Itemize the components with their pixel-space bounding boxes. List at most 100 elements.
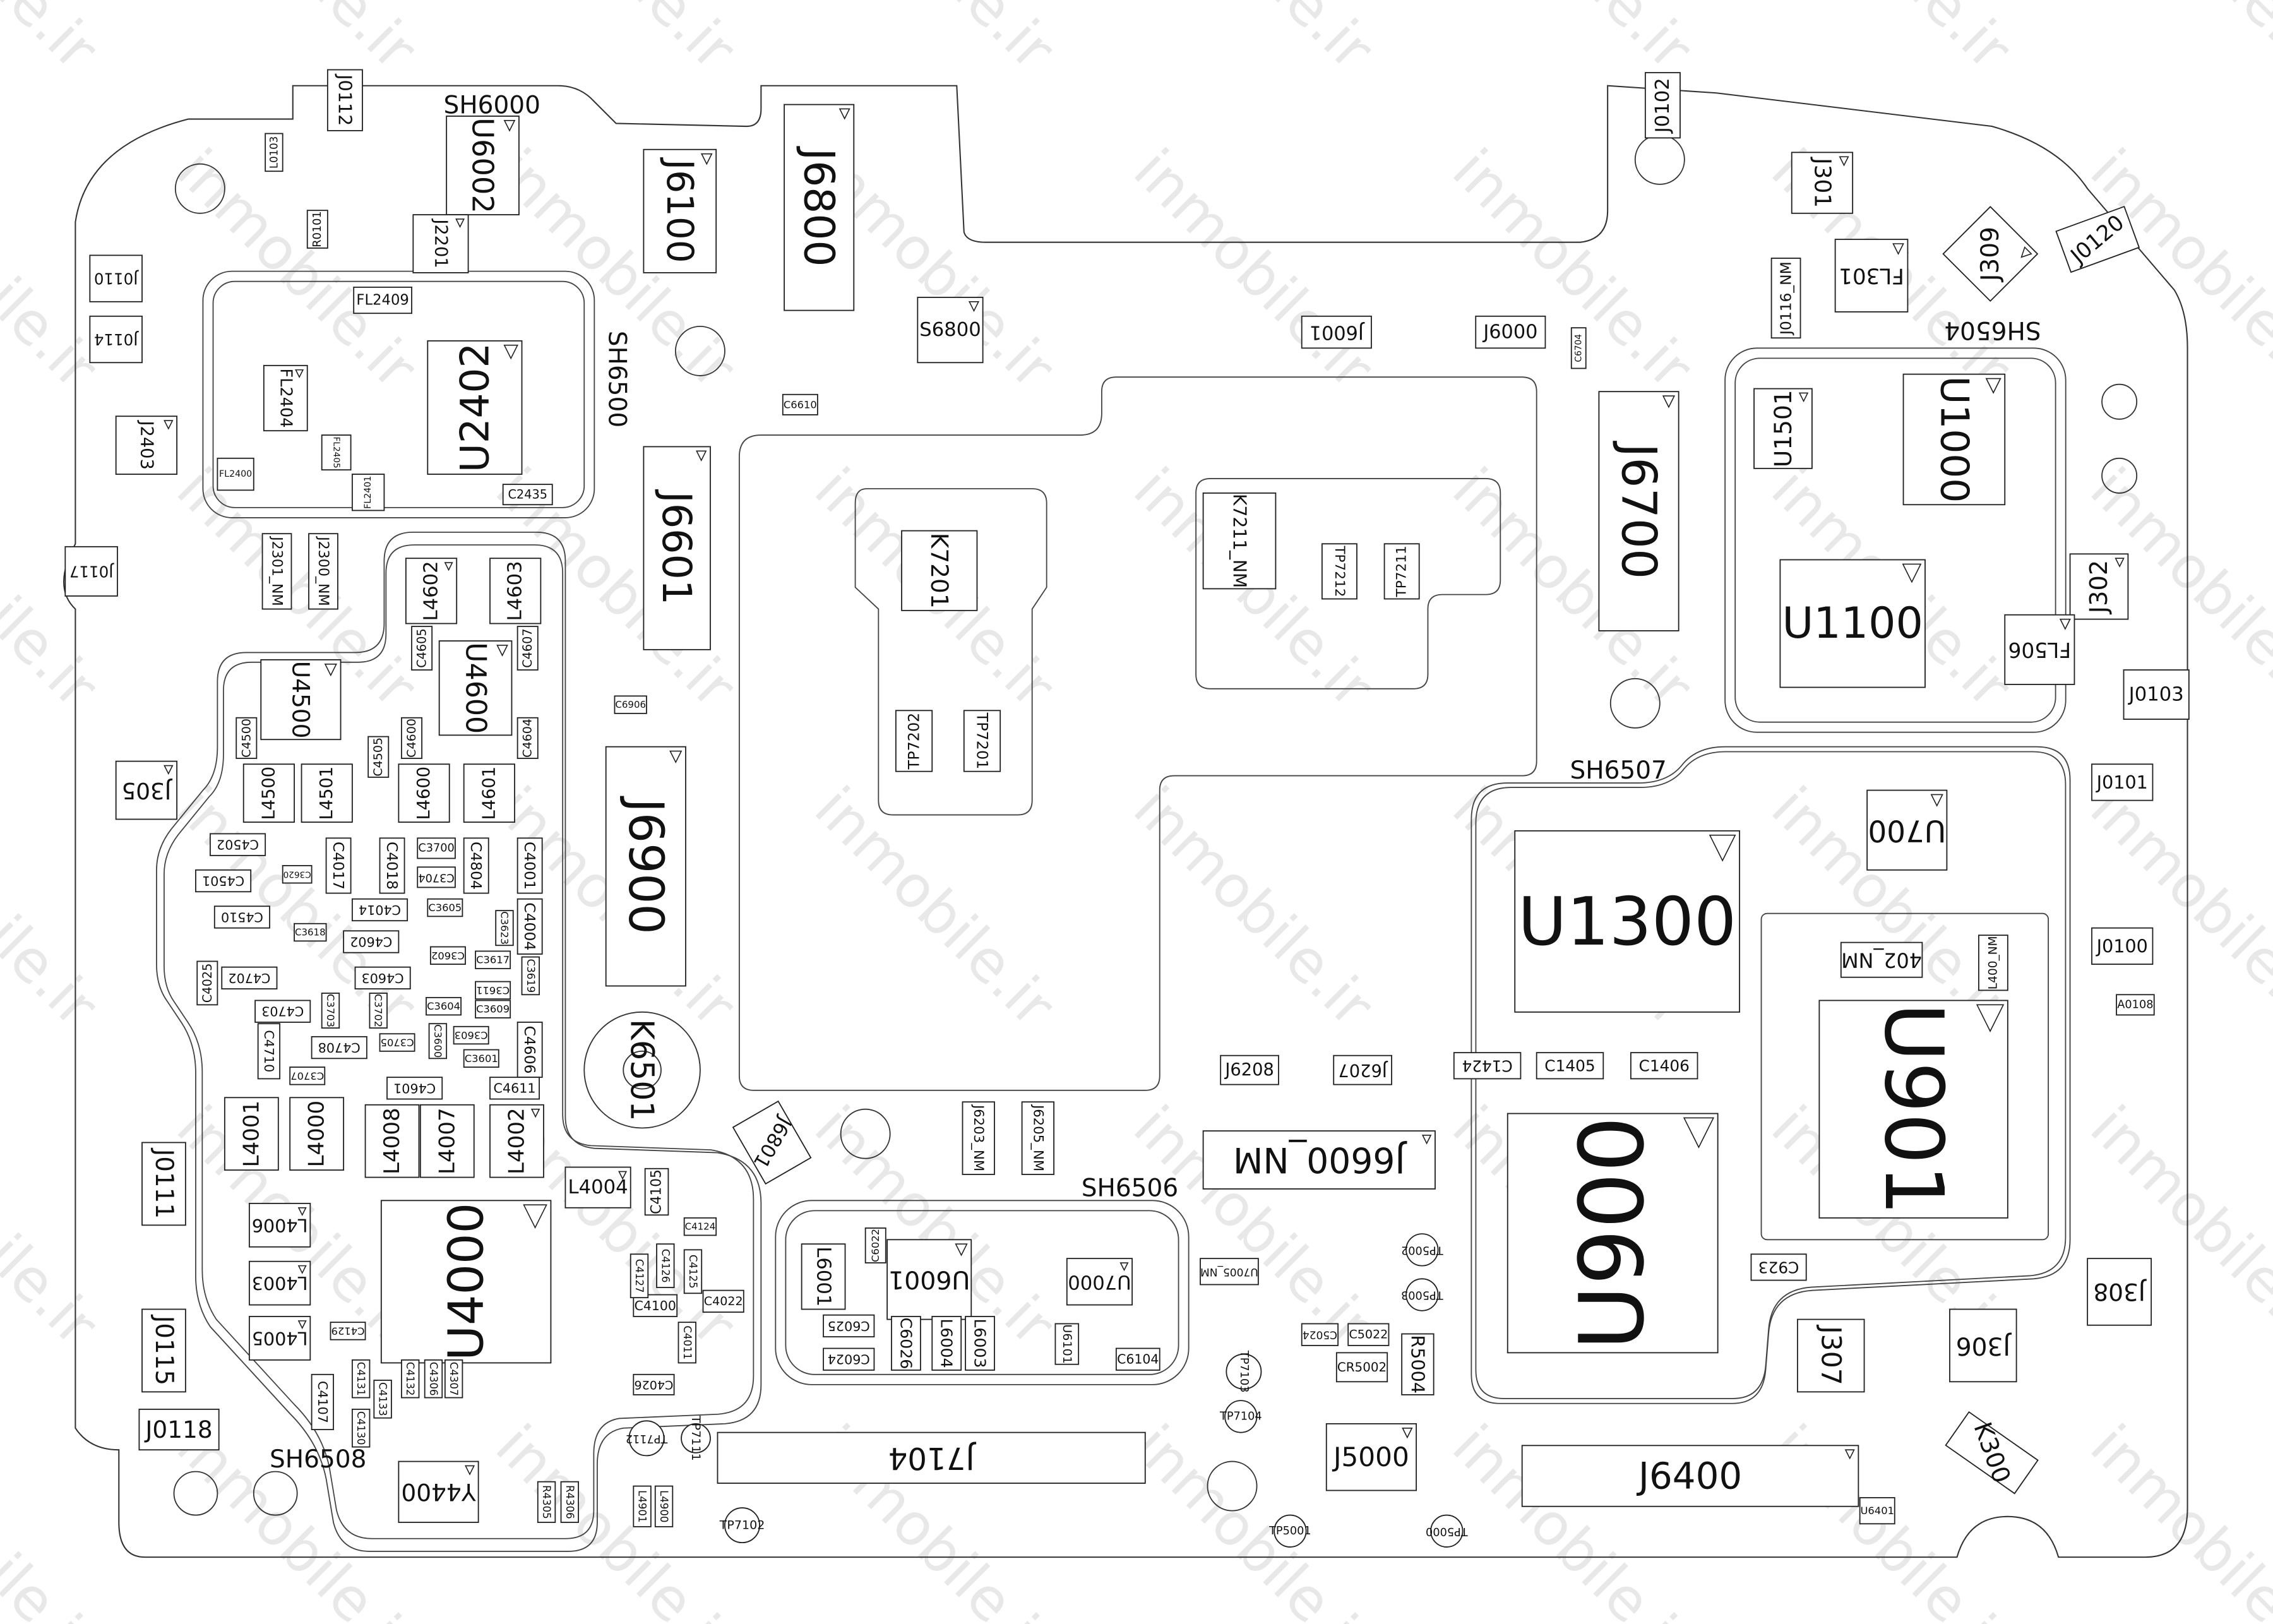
component-label: C1406 [1639, 1056, 1690, 1075]
pin1-marker-icon [297, 1320, 307, 1330]
component-cr5002: CR5002 [1335, 1352, 1388, 1383]
component-outline [656, 1243, 675, 1288]
component-outline [1301, 315, 1372, 349]
component-y4400: Y4400 [398, 1460, 479, 1523]
component-label: C4600 [405, 719, 419, 758]
component-outline [417, 866, 456, 888]
component-outline [141, 1142, 186, 1226]
component-outline [782, 393, 818, 415]
watermark-text: inmobile.ir [164, 136, 430, 402]
pin1-marker-icon [669, 750, 683, 764]
component-label: C4510 [221, 909, 263, 924]
k6501-inner-ring [623, 1050, 662, 1090]
test-point-pad [1405, 1278, 1439, 1311]
pin1-marker-icon [523, 1204, 547, 1229]
component-label: U2402 [451, 343, 498, 472]
component-outline [209, 833, 266, 856]
component-l6001: L6001 [801, 1243, 846, 1310]
component-outline [221, 966, 278, 990]
component-j5000: J5000 [1325, 1423, 1417, 1491]
component-label: C3609 [476, 1003, 510, 1015]
component-outline [475, 950, 511, 969]
component-outline [516, 717, 539, 759]
component-c4604: C4604 [516, 717, 539, 759]
pin1-marker-icon [444, 562, 453, 571]
component-u4500: U4500 [260, 659, 342, 741]
component-outline [917, 297, 984, 364]
pin1-marker-icon [1844, 1449, 1855, 1460]
component-outline [386, 1077, 443, 1100]
component-outline [1202, 1130, 1436, 1190]
component-outline [325, 837, 352, 894]
label-sh6500: SH6500 [602, 331, 631, 427]
component-label: C3703 [325, 994, 337, 1027]
component-label: R0101 [311, 211, 324, 247]
component-outline [605, 746, 686, 987]
component-label: C3602 [431, 950, 465, 962]
pin1-marker-icon [1402, 1427, 1413, 1439]
component-label: TP7201 [973, 712, 991, 770]
component-outline [419, 1104, 475, 1178]
label-sh6507: SH6507 [1570, 756, 1666, 785]
pin1-marker-icon [2115, 558, 2125, 568]
pin1-marker-icon [1892, 243, 1904, 255]
component-label: C4129 [331, 1325, 365, 1337]
component-outline [289, 1097, 345, 1171]
component-label: TP7103 [1238, 1350, 1250, 1393]
component-s6800: S6800 [917, 297, 984, 364]
component-outline [1325, 1423, 1417, 1491]
component-outline [428, 1023, 448, 1060]
component-c4605: C4605 [411, 626, 433, 671]
component-c6025: C6025 [823, 1314, 875, 1338]
component-c4022: C4022 [702, 1289, 744, 1313]
component-outline [306, 210, 328, 249]
component-outline [438, 640, 513, 736]
component-c4107: C4107 [311, 1373, 334, 1430]
component-label: C4804 [467, 842, 485, 890]
component-label: L4603 [504, 561, 527, 621]
component-label: U1501 [1769, 390, 1797, 467]
component-outline [633, 1485, 652, 1527]
component-c4710: C4710 [257, 1023, 281, 1080]
component-label: C3601 [465, 1053, 498, 1065]
component-label: C6025 [828, 1318, 870, 1334]
component-tp7102: TP7102 [719, 1507, 765, 1544]
test-point-pad [1430, 1514, 1464, 1548]
component-label: FL2405 [331, 437, 342, 469]
component-label: U4000 [438, 1203, 494, 1361]
component-outline [1202, 492, 1277, 590]
component-u6101: U6101 [1054, 1323, 1080, 1365]
component-r0101: R0101 [306, 210, 328, 249]
component-label: U4500 [287, 661, 314, 739]
pin1-marker-icon [1683, 1117, 1715, 1149]
component-c3707: C3707 [289, 1066, 326, 1085]
component-c4125: C4125 [683, 1249, 703, 1294]
watermark-text: inmobile.ir [164, 0, 430, 83]
component-c4601: C4601 [386, 1077, 443, 1100]
component-label: FL2409 [356, 292, 409, 309]
component-j6801: J6801 [732, 1100, 812, 1185]
component-j0100: J0100 [2091, 927, 2154, 965]
component-label: C6026 [897, 1318, 915, 1370]
component-k300: K300 [1945, 1411, 2039, 1495]
component-c4804: C4804 [463, 837, 489, 894]
component-outline [429, 946, 466, 965]
component-outline [364, 1104, 420, 1178]
component-label: U900 [1561, 1116, 1664, 1350]
component-label: C4100 [635, 1298, 676, 1313]
component-j6800: J6800 [784, 104, 855, 311]
component-outline [1333, 1054, 1393, 1085]
component-label: L4501 [317, 767, 337, 820]
pin1-marker-icon [968, 301, 980, 313]
watermark-text: inmobile.ir [483, 0, 749, 83]
component-label: FL2401 [363, 476, 373, 509]
component-outline [401, 1359, 420, 1399]
component-label: C4025 [200, 964, 215, 1003]
component-outline [1453, 1052, 1522, 1080]
component-label: J307 [1815, 1324, 1847, 1385]
component-label: J301 [1809, 157, 1835, 208]
component-label: C1405 [1544, 1056, 1595, 1075]
component-outline [351, 1409, 371, 1448]
component-outline [677, 1322, 696, 1364]
component-outline [489, 1077, 540, 1100]
